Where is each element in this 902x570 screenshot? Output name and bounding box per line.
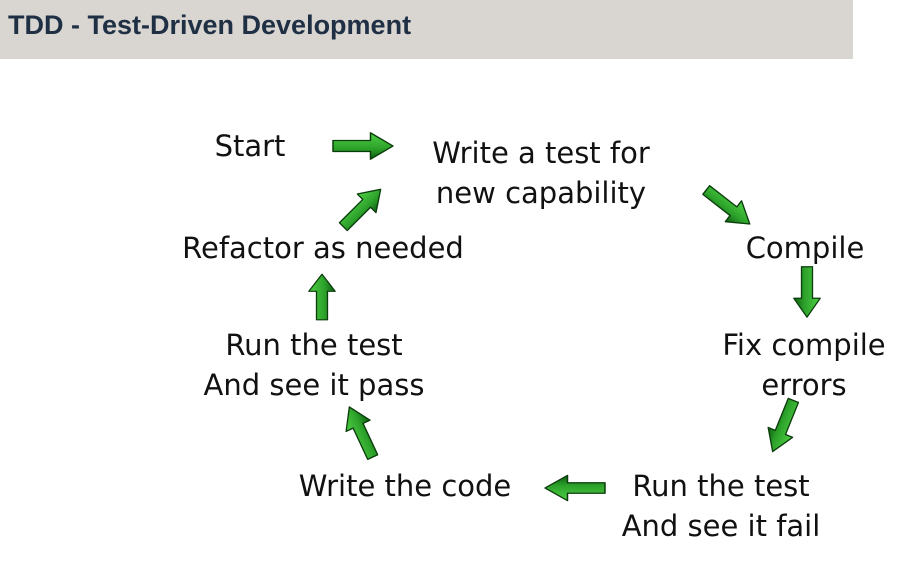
node-write-test-line-1: Write a test for bbox=[432, 136, 650, 170]
arrow-compile-to-fix-errors-icon bbox=[793, 266, 821, 318]
node-run-fail-line-1: Run the test bbox=[632, 469, 810, 503]
node-refactor-label: Refactor as needed bbox=[182, 231, 464, 265]
arrow-write-test-to-compile-icon bbox=[697, 178, 759, 236]
node-write-code: Write the code bbox=[285, 466, 525, 506]
node-start: Start bbox=[205, 126, 295, 166]
node-run-pass-line-2: And see it pass bbox=[203, 368, 425, 402]
node-compile-label: Compile bbox=[745, 231, 865, 265]
header-bar: TDD - Test-Driven Development bbox=[0, 0, 853, 59]
node-run-fail: Run the test And see it fail bbox=[606, 466, 836, 546]
arrow-refactor-to-write-test-icon bbox=[333, 179, 391, 237]
node-write-code-label: Write the code bbox=[298, 469, 512, 503]
arrow-run-fail-to-write-code-icon bbox=[544, 474, 606, 502]
node-write-test-line-2: new capability bbox=[435, 176, 647, 210]
arrow-fix-errors-to-run-fail-icon bbox=[759, 394, 807, 458]
node-run-pass: Run the test And see it pass bbox=[190, 325, 438, 405]
node-fix-errors-line-2: errors bbox=[761, 368, 847, 402]
node-start-label: Start bbox=[214, 129, 286, 163]
node-run-fail-line-2: And see it fail bbox=[621, 509, 821, 543]
node-fix-errors: Fix compile errors bbox=[710, 325, 898, 405]
node-fix-errors-line-1: Fix compile bbox=[722, 328, 886, 362]
node-run-pass-line-1: Run the test bbox=[225, 328, 403, 362]
arrow-run-pass-to-refactor-icon bbox=[308, 273, 336, 321]
node-compile: Compile bbox=[730, 228, 880, 268]
page-title: TDD - Test-Driven Development bbox=[8, 10, 412, 40]
node-write-test: Write a test for new capability bbox=[410, 133, 672, 213]
arrow-start-to-write-test-icon bbox=[332, 132, 394, 160]
node-refactor: Refactor as needed bbox=[168, 228, 478, 268]
arrow-write-code-to-run-pass-icon bbox=[336, 400, 386, 464]
